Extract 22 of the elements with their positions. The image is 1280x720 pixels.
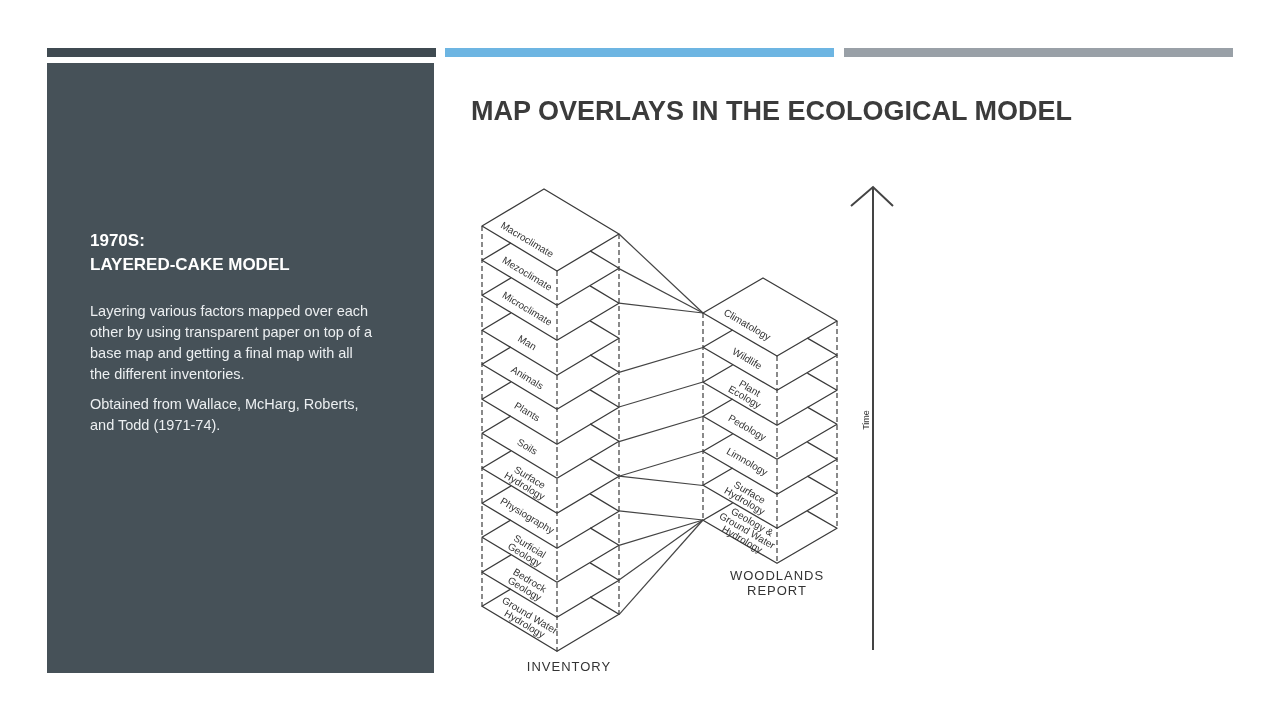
stack-caption: WOODLANDS REPORT bbox=[729, 568, 825, 598]
connector-line bbox=[618, 519, 704, 546]
panel-heading: 1970S: LAYERED-CAKE MODEL bbox=[90, 230, 291, 276]
stack-caption: INVENTORY bbox=[526, 659, 612, 674]
connector-line bbox=[618, 415, 704, 443]
connector-line bbox=[618, 381, 704, 408]
connector-line bbox=[618, 302, 704, 314]
connector-line bbox=[618, 233, 704, 314]
connector-line bbox=[618, 346, 704, 373]
axis-label: Time bbox=[861, 410, 871, 430]
connector-line bbox=[618, 510, 704, 521]
connector-line bbox=[618, 268, 704, 314]
connector-line bbox=[618, 475, 704, 487]
side-panel bbox=[47, 63, 434, 673]
panel-text: Layering various factors mapped over each other by using transparent paper on top of a base map and getting a final map with all the different inventories. bbox=[90, 302, 374, 384]
layer-label: Soils bbox=[515, 437, 539, 457]
connector-line bbox=[618, 450, 704, 477]
panel-text: Obtained from Wallace, McHarg, Roberts, and Todd (1971-74). bbox=[90, 395, 360, 435]
slide-title: MAP OVERLAYS IN THE ECOLOGICAL MODEL bbox=[471, 95, 1073, 127]
connector-line bbox=[618, 519, 704, 581]
layer-label: Man bbox=[516, 334, 538, 353]
connector-line bbox=[618, 519, 704, 616]
